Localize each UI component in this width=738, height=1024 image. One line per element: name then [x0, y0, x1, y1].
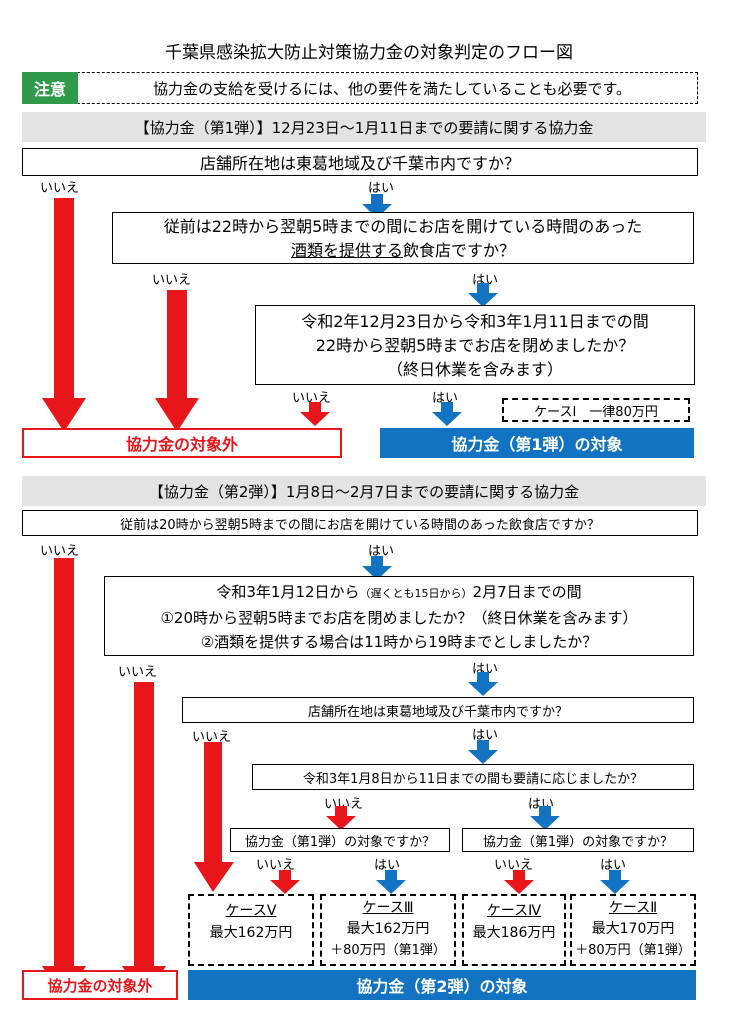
case-3-amount: 最大162万円 [346, 921, 430, 937]
s1-q3-line3: （終日休業を含みます） [386, 360, 563, 379]
notice-text: 協力金の支給を受けるには、他の要件を満たしていることも必要です。 [152, 79, 632, 98]
s2-question-closure: 令和3年1月12日から（遅くとも15日から）2月7日までの間 ①20時から翌朝5… [104, 576, 694, 656]
case-1-box: ケースⅠ 一律80万円 [502, 398, 690, 422]
s2-blue-arrow-3 [468, 740, 498, 764]
case-2-box: ケースⅡ 最大170万円 ＋80万円（第1弾） [570, 894, 696, 966]
case-3-title: ケースⅢ [362, 900, 414, 916]
page-title: 千葉県感染拡大防止対策協力金の対象判定のフロー図 [165, 42, 573, 63]
s2-no-label-5b: いいえ [494, 858, 534, 873]
s1-q3-line1: 令和2年12月23日から令和3年1月11日までの間 [301, 312, 649, 331]
s1-red-arrow-2 [155, 290, 199, 432]
s2-question-earlier-compliance: 令和3年1月8日から11日までの間も要請に応じましたか？ [252, 764, 694, 790]
s1-no-label-3: いいえ [292, 391, 332, 406]
s1-yes-label-1: はい [368, 181, 395, 196]
notice-badge: 注意 [22, 72, 78, 104]
case-5-title: ケースⅤ [225, 903, 277, 919]
s2-red-arrow-5a [270, 870, 300, 894]
s2-no-label-4: いいえ [324, 797, 364, 812]
s1-q2-line1: 従前は22時から翌朝5時までの間にお店を開けている時間のあった [163, 217, 643, 236]
s2-red-arrow-5b [504, 870, 534, 894]
s2-yes-label-1: はい [368, 544, 395, 559]
s1-result-eligible: 協力金（第1弾）の対象 [380, 428, 694, 458]
s2-question-first-eligible-b: 協力金（第1弾）の対象ですか？ [462, 828, 694, 852]
s1-no-label-1: いいえ [40, 181, 80, 196]
s2-q2-line3: ②酒類を提供する場合は11時から19時までとしましたか？ [200, 633, 598, 651]
section1-header: 【協力金（第1弾）】12月23日～1月11日までの要請に関する協力金 [22, 112, 706, 142]
case-4-amount: 最大186万円 [472, 925, 556, 941]
s2-no-label-1: いいえ [40, 544, 80, 559]
case-2-amount: 最大170万円 [591, 921, 675, 937]
case-4-title: ケースⅣ [486, 903, 542, 919]
s2-yes-label-3: はい [472, 728, 499, 743]
s2-q2-line1b: （遅くとも15日から） [359, 587, 473, 600]
s2-no-label-3: いいえ [192, 730, 232, 745]
s2-blue-arrow-2 [468, 672, 498, 696]
s1-no-label-2: いいえ [152, 273, 192, 288]
s1-red-arrow-1 [42, 198, 86, 432]
s2-red-arrow-2 [122, 682, 166, 1000]
case-5-amount: 最大162万円 [209, 925, 293, 941]
s1-question-closed: 令和2年12月23日から令和3年1月11日までの間 22時から翌朝5時までお店を… [255, 305, 695, 385]
s1-question-location: 店舗所在地は東葛地域及び千葉市内ですか？ [22, 148, 698, 176]
case-3-extra: ＋80万円（第1弾） [330, 943, 446, 958]
s1-blue-arrow-2 [468, 283, 498, 307]
s2-blue-arrow-4 [530, 806, 560, 830]
s2-question-location: 店舗所在地は東葛地域及び千葉市内ですか？ [182, 697, 694, 723]
case-4-box: ケースⅣ 最大186万円 [462, 894, 566, 966]
s2-result-eligible: 協力金（第2弾）の対象 [188, 970, 696, 1000]
s2-red-arrow-1 [42, 558, 86, 1000]
s1-q2-underlined: 酒類を提供する [290, 241, 403, 260]
s2-yes-label-5b: はい [600, 858, 627, 873]
s2-q2-line2: ①20時から翌朝5時までお店を閉めましたか？（終日休業を含みます） [160, 609, 638, 627]
s2-red-arrow-3 [194, 742, 234, 892]
s2-no-label-5a: いいえ [256, 858, 296, 873]
s2-red-arrow-4 [326, 806, 356, 830]
s2-question-hours: 従前は20時から翌朝5時までの間にお店を開けている時間のあった飲食店ですか？ [22, 510, 698, 536]
s2-q2-line1c: 2月7日までの間 [472, 583, 582, 601]
s1-q3-line2: 22時から翌朝5時までお店を閉めましたか？ [315, 336, 635, 355]
s2-no-label-2: いいえ [118, 665, 158, 680]
case-2-extra: ＋80万円（第1弾） [575, 943, 691, 958]
s1-question-alcohol: 従前は22時から翌朝5時までの間にお店を開けている時間のあった 酒類を提供する飲… [112, 212, 694, 264]
s2-q2-line1: 令和3年1月12日から（遅くとも15日から）2月7日までの間 [105, 580, 693, 606]
s2-yes-label-5a: はい [374, 858, 401, 873]
section2-header: 【協力金（第2弾）】1月8日～2月7日までの要請に関する協力金 [22, 476, 706, 506]
s1-q2-rest: 飲食店ですか？ [403, 241, 516, 260]
case-5-box: ケースⅤ 最大162万円 [188, 894, 314, 966]
s2-q2-line1a: 令和3年1月12日から [216, 583, 360, 601]
case-2-title: ケースⅡ [608, 900, 658, 916]
s1-red-arrow-3 [300, 402, 330, 426]
s2-blue-arrow-5a [376, 870, 406, 894]
s1-blue-arrow-3 [432, 402, 462, 426]
s1-q2-line2: 酒類を提供する飲食店ですか？ [113, 239, 693, 263]
case-3-box: ケースⅢ 最大162万円 ＋80万円（第1弾） [320, 894, 456, 966]
s1-result-not-eligible: 協力金の対象外 [22, 428, 342, 458]
s2-blue-arrow-5b [600, 870, 630, 894]
s2-question-first-eligible-a: 協力金（第1弾）の対象ですか？ [230, 828, 450, 852]
s2-result-not-eligible: 協力金の対象外 [22, 970, 178, 1000]
